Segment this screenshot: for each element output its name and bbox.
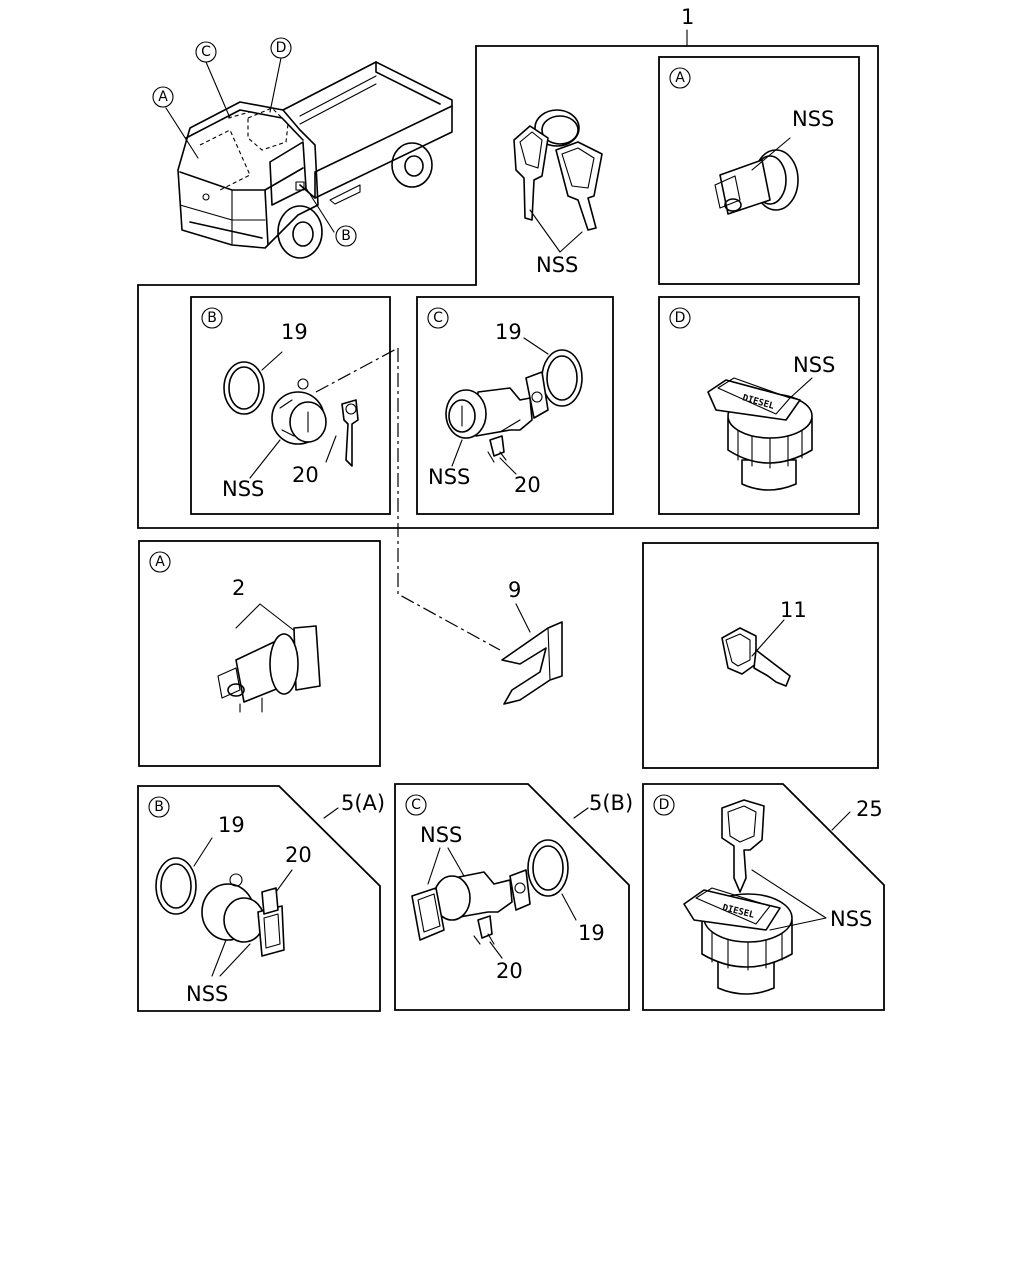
bracket-9-icon — [501, 603, 563, 705]
svg-text:B: B — [207, 310, 217, 326]
box-5b — [394, 783, 630, 1011]
circled-letter-d-box2: D — [653, 794, 675, 816]
circled-letter-c-box1: C — [427, 307, 449, 329]
callout-20-b2: 20 — [285, 843, 312, 867]
box-c-1 — [416, 296, 614, 515]
svg-text:A: A — [158, 89, 168, 105]
box-25 — [642, 783, 885, 1011]
box-11 — [642, 542, 879, 769]
callout-19-c1: 19 — [495, 320, 522, 344]
box-a-2 — [138, 540, 381, 767]
truck-illustration — [165, 57, 453, 259]
callout-19-c2: 19 — [578, 921, 605, 945]
callout-19-b1: 19 — [281, 320, 308, 344]
door-lock-c-icon — [445, 337, 583, 475]
circled-letter-d-box1: D — [669, 307, 691, 329]
key-set-icon — [513, 109, 603, 253]
circled-letter-c: C — [195, 41, 217, 63]
callout-5b: 5(B) — [589, 791, 633, 815]
svg-text:C: C — [433, 310, 443, 326]
callout-25: 25 — [856, 797, 883, 821]
svg-text:A: A — [155, 554, 165, 570]
callout-2: 2 — [232, 576, 245, 600]
callout-nss-b1: NSS — [222, 477, 264, 501]
callout-nss-c2: NSS — [420, 823, 462, 847]
ignition-lock-icon — [714, 137, 799, 215]
callout-20-c2: 20 — [496, 959, 523, 983]
callout-9: 9 — [508, 578, 521, 602]
callout-nss-c1: NSS — [428, 465, 470, 489]
svg-text:B: B — [154, 799, 164, 815]
svg-text:C: C — [201, 44, 211, 60]
callout-nss-d2: NSS — [830, 907, 872, 931]
callout-nss-b2: NSS — [186, 982, 228, 1006]
box-a-top — [658, 56, 860, 285]
ignition-cylinder-icon — [217, 603, 321, 713]
circled-letter-c-box2: C — [405, 794, 427, 816]
callout-nss-a: NSS — [792, 107, 834, 131]
callout-11: 11 — [780, 598, 807, 622]
callout-20-b1: 20 — [292, 463, 319, 487]
svg-text:D: D — [276, 40, 287, 56]
fuel-cap-icon: DIESEL — [707, 377, 813, 491]
callout-19-b2: 19 — [218, 813, 245, 837]
callout-1: 1 — [681, 5, 694, 29]
door-lock-set-c-icon — [411, 839, 577, 959]
group-1-outline — [137, 45, 879, 529]
box-5a — [137, 785, 381, 1012]
circled-letter-a-box: A — [669, 67, 691, 89]
fuel-cap-with-key-icon: DIESEL — [683, 799, 827, 995]
svg-text:C: C — [411, 797, 421, 813]
svg-text:D: D — [675, 310, 686, 326]
circled-letter-a-box2: A — [149, 551, 171, 573]
callout-nss-keys: NSS — [536, 253, 578, 277]
svg-text:A: A — [675, 70, 685, 86]
box-d-1 — [658, 296, 860, 515]
box-b-1 — [190, 296, 391, 515]
circled-letter-d: D — [270, 37, 292, 59]
door-lock-set-b-icon — [155, 837, 293, 977]
connector-line-9 — [397, 348, 501, 651]
svg-text:B: B — [341, 228, 351, 244]
svg-text:D: D — [659, 797, 670, 813]
circled-letter-b-box2: B — [148, 796, 170, 818]
circled-letter-b: B — [335, 225, 357, 247]
callout-5a: 5(A) — [341, 791, 385, 815]
door-lock-b-icon — [223, 347, 399, 479]
callout-nss-d1: NSS — [793, 353, 835, 377]
callout-20-c1: 20 — [514, 473, 541, 497]
key-11-icon — [721, 619, 791, 687]
circled-letter-a: A — [152, 86, 174, 108]
circled-letter-b-box1: B — [201, 307, 223, 329]
